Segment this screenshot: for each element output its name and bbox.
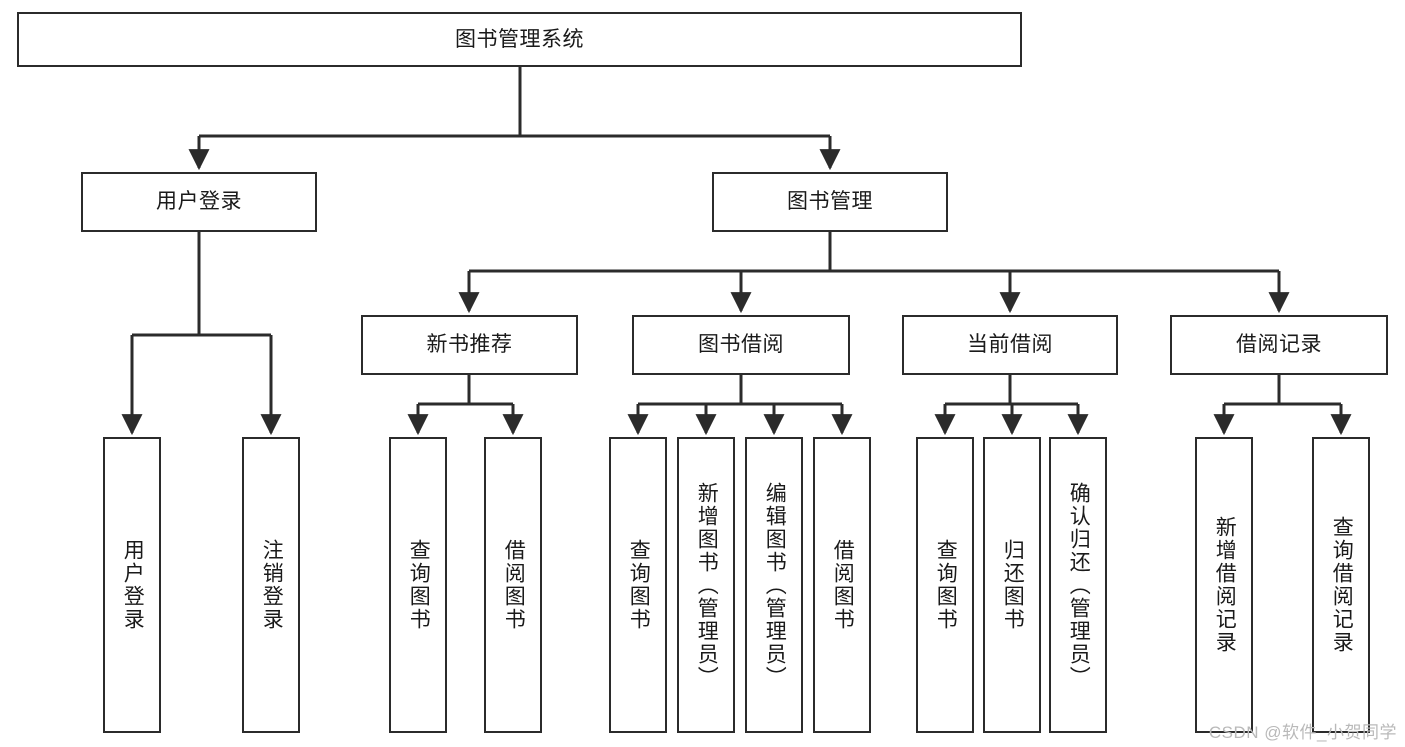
leaf-user-login-signout[interactable]: 注销登录 (242, 437, 300, 733)
node-book-borrow[interactable]: 图书借阅 (632, 315, 850, 375)
leaf-borrow-borrow-book[interactable]: 借阅图书 (813, 437, 871, 733)
node-book-management[interactable]: 图书管理 (712, 172, 948, 232)
leaf-borrow-add-book-admin[interactable]: 新增图书（管理员） (677, 437, 735, 733)
node-current-borrow[interactable]: 当前借阅 (902, 315, 1118, 375)
node-new-book-recommend[interactable]: 新书推荐 (361, 315, 578, 375)
csdn-watermark: CSDN @软件_小贺同学 (1208, 723, 1397, 742)
leaf-record-query-record[interactable]: 查询借阅记录 (1312, 437, 1370, 733)
leaf-record-add-record[interactable]: 新增借阅记录 (1195, 437, 1253, 733)
node-root-system[interactable]: 图书管理系统 (17, 12, 1022, 67)
leaf-user-login-signin[interactable]: 用户登录 (103, 437, 161, 733)
leaf-new-book-borrow[interactable]: 借阅图书 (484, 437, 542, 733)
leaf-current-return-book[interactable]: 归还图书 (983, 437, 1041, 733)
leaf-borrow-edit-book-admin[interactable]: 编辑图书（管理员） (745, 437, 803, 733)
node-borrow-record[interactable]: 借阅记录 (1170, 315, 1388, 375)
leaf-current-query-book[interactable]: 查询图书 (916, 437, 974, 733)
node-user-login[interactable]: 用户登录 (81, 172, 317, 232)
leaf-borrow-query-book[interactable]: 查询图书 (609, 437, 667, 733)
leaf-new-book-query[interactable]: 查询图书 (389, 437, 447, 733)
leaf-current-confirm-return-admin[interactable]: 确认归还（管理员） (1049, 437, 1107, 733)
